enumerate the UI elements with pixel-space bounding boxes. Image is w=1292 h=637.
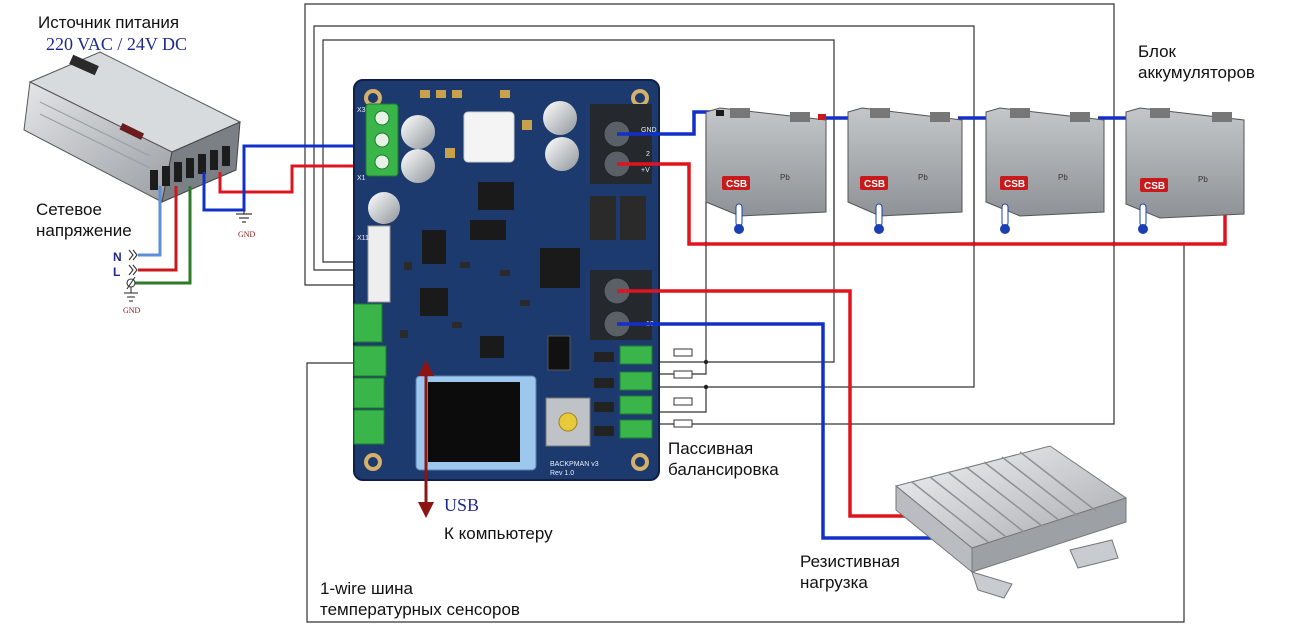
battery-block-label-line1: Блок (1138, 42, 1176, 61)
svg-text:Pb: Pb (1198, 175, 1208, 184)
svg-text:CSB: CSB (1144, 181, 1165, 192)
to-pc-label: К компьютеру (444, 524, 553, 543)
neutral-label: N (113, 250, 122, 264)
battery-block-label-line2: аккумуляторов (1138, 63, 1255, 82)
svg-text:X3: X3 (357, 107, 366, 114)
svg-text:Pb: Pb (918, 173, 928, 182)
svg-text:GND: GND (641, 127, 657, 134)
onewire-label-line1: 1-wire шина (320, 579, 413, 598)
usb-label: USB (444, 495, 480, 515)
svg-text:Pb: Pb (1058, 173, 1068, 182)
psu-spec: 220 VAC / 24V DC (46, 34, 188, 54)
svg-text:BACKPMAN v3: BACKPMAN v3 (550, 461, 599, 468)
passive-balancing-label-line2: балансировка (668, 460, 779, 479)
onewire-label-line2: температурных сенсоров (320, 600, 520, 619)
load-label-line2: нагрузка (800, 573, 868, 592)
mains-label-line2: напряжение (36, 221, 132, 240)
resistive-load-heatsink (894, 445, 1128, 599)
svg-text:CSB: CSB (864, 179, 885, 190)
svg-text:+V: +V (641, 167, 650, 174)
battery-4: CSB Pb (1125, 107, 1245, 234)
passive-balancing-label-line1: Пассивная (668, 439, 754, 458)
psu-title: Источник питания (38, 13, 180, 32)
svg-text:CSB: CSB (726, 179, 747, 190)
gnd-label-bottom: GND (123, 306, 141, 315)
svg-text:Pb: Pb (780, 173, 790, 182)
balancing-resistors (673, 348, 693, 428)
battery-1: CSB Pb (705, 107, 827, 234)
gnd-label-top: GND (238, 230, 256, 239)
usb-arrow (418, 360, 434, 518)
thin-signal-lines (304, 3, 1185, 623)
mains-terminal-symbols (124, 249, 138, 302)
battery-2: CSB Pb (847, 107, 963, 234)
line-label: L (113, 265, 121, 279)
ground-symbol-top (236, 210, 252, 223)
battery-3: CSB Pb (985, 107, 1105, 234)
svg-text:X11: X11 (357, 235, 369, 242)
junction-dots (703, 241, 1117, 390)
svg-text:X1: X1 (357, 175, 366, 182)
power-supply (23, 51, 242, 203)
load-label-line1: Резистивная (800, 552, 900, 571)
svg-text:2: 2 (646, 151, 650, 158)
load-wires (617, 289, 932, 540)
mains-label-line1: Сетевое (36, 200, 102, 219)
svg-text:Rev 1.0: Rev 1.0 (550, 470, 574, 477)
pcb-board (353, 79, 660, 481)
svg-text:CSB: CSB (1004, 179, 1025, 190)
